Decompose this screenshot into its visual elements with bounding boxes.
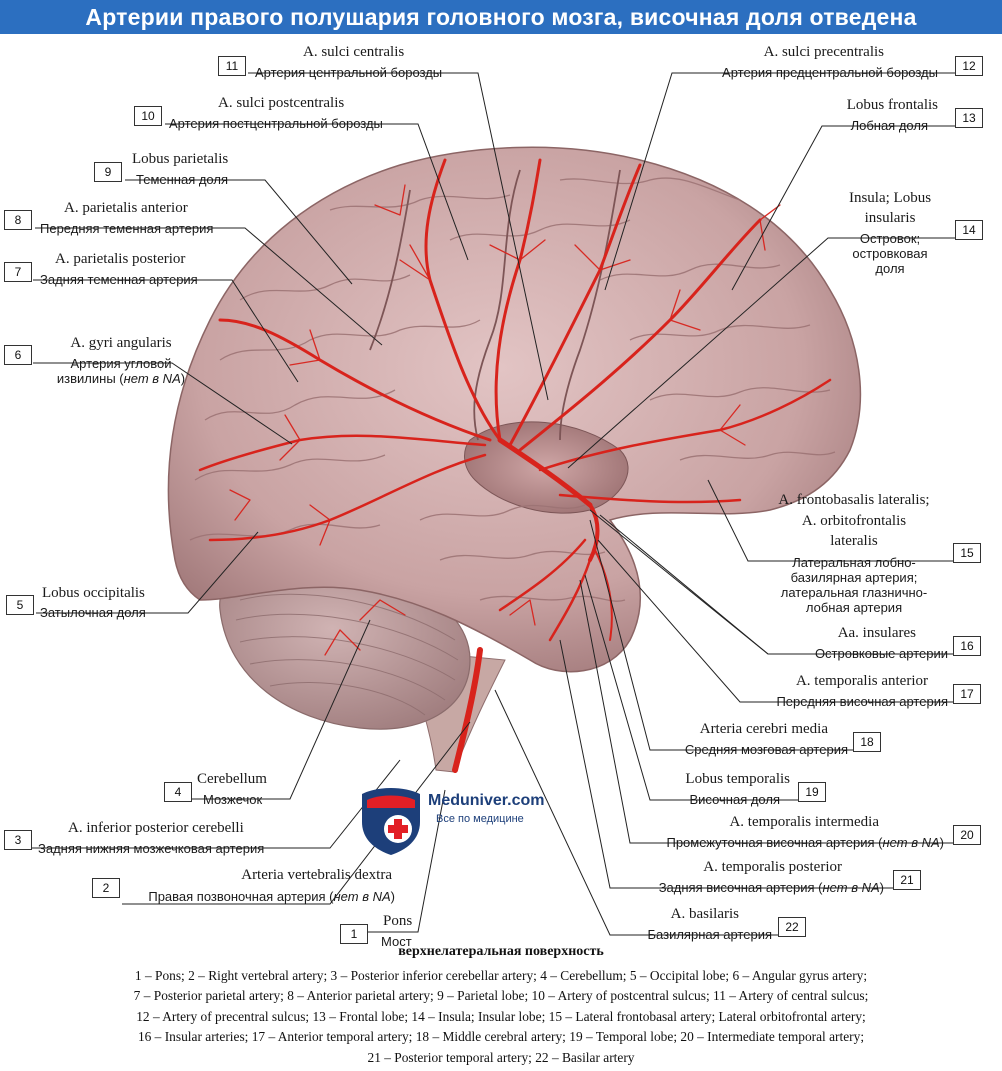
label-russian-11: Артерия центральной борозды [255, 65, 443, 80]
label-number-9: 9 [94, 162, 122, 182]
label-latin-22: A. basilaris [670, 906, 739, 922]
label-latin-11: A. sulci centralis [303, 44, 405, 60]
label-russian-14c: доля [875, 261, 905, 276]
label-russian-15c: латеральная глазнично- [780, 585, 928, 600]
label-latin-17: A. temporalis anterior [795, 673, 928, 689]
label-latin-6: A. gyri angularis [70, 335, 172, 351]
logo-name: Meduniver.com [428, 792, 545, 809]
title-bar [0, 0, 1002, 34]
label-latin-15b: A. orbitofrontalis [801, 513, 907, 529]
label-number-8: 8 [4, 210, 32, 230]
label-russian-2: Правая позвоночная артерия (нет в NA) [148, 889, 395, 904]
label-number-12: 12 [955, 56, 983, 76]
label-number-18: 18 [853, 732, 881, 752]
label-russian-18: Средняя мозговая артерия [684, 742, 848, 757]
label-russian-6b: извилины (нет в NA) [56, 371, 186, 386]
label-russian-13: Лобная доля [850, 118, 928, 133]
brain-illustration [32, 72, 955, 936]
label-russian-5: Затылочная доля [40, 605, 146, 620]
label-russian-15b: базилярная артерия; [790, 570, 918, 585]
label-number-19: 19 [798, 782, 826, 802]
label-latin-5: Lobus occipitalis [42, 585, 145, 601]
label-russian-14b: островковая [852, 246, 928, 261]
label-russian-16: Островковые артерии [814, 646, 948, 661]
label-russian-7: Задняя теменная артерия [40, 272, 198, 287]
label-latin-13: Lobus frontalis [846, 97, 938, 113]
label-number-4: 4 [164, 782, 192, 802]
label-russian-9: Теменная доля [136, 172, 229, 187]
logo-tagline: Все по медицине [436, 813, 524, 825]
label-number-15: 15 [953, 543, 981, 563]
label-latin-15c: lateralis [830, 533, 878, 549]
label-russian-1: Мост [381, 934, 412, 949]
label-russian-14: Островок; [859, 231, 921, 246]
label-number-21: 21 [893, 870, 921, 890]
label-number-5: 5 [6, 595, 34, 615]
label-latin-16: Aa. insulares [837, 625, 916, 641]
figure-caption: верхнелатеральная поверхность [398, 944, 604, 959]
label-latin-10: A. sulci postcentralis [218, 95, 345, 111]
label-latin-3: A. inferior posterior cerebelli [68, 820, 244, 836]
label-russian-20: Промежуточная височная артерия (нет в NA… [666, 835, 944, 850]
meduniver-logo-icon [362, 788, 420, 855]
label-russian-22: Базилярная артерия [647, 927, 773, 942]
label-number-16: 16 [953, 636, 981, 656]
label-latin-15: A. frontobasalis lateralis; [778, 492, 930, 508]
cerebral-hemisphere [167, 146, 862, 673]
label-number-11: 11 [218, 56, 246, 76]
label-latin-1: Pons [383, 913, 413, 929]
label-number-14: 14 [955, 220, 983, 240]
label-latin-7: A. parietalis posterior [55, 251, 186, 267]
label-latin-8: A. parietalis anterior [64, 200, 188, 216]
label-latin-4: Cerebellum [197, 771, 267, 787]
label-russian-8: Передняя теменная артерия [40, 221, 214, 236]
label-latin-9: Lobus parietalis [132, 151, 229, 167]
label-latin-20: A. temporalis intermedia [729, 814, 879, 830]
label-russian-10: Артерия постцентральной борозды [169, 116, 383, 131]
legend-line: 12 – Artery of precentral sulcus; 13 – F… [136, 1008, 866, 1024]
label-number-3: 3 [4, 830, 32, 850]
label-number-22: 22 [778, 917, 806, 937]
label-number-2: 2 [92, 878, 120, 898]
legend-line: 7 – Posterior parietal artery; 8 – Anter… [133, 988, 869, 1004]
legend-line: 16 – Insular arteries; 17 – Anterior tem… [137, 1029, 865, 1045]
label-number-13: 13 [955, 108, 983, 128]
label-latin-2: Arteria vertebralis dextra [241, 867, 392, 883]
legend-line: 21 – Posterior temporal artery; 22 – Bas… [367, 1049, 635, 1065]
label-russian-19: Височная доля [689, 792, 780, 807]
label-latin-21: A. temporalis posterior [703, 859, 842, 875]
label-russian-6: Артерия угловой [70, 356, 172, 371]
label-russian-17: Передняя височная артерия [776, 694, 948, 709]
label-latin-19: Lobus temporalis [685, 771, 790, 787]
label-number-1: 1 [340, 924, 368, 944]
label-latin-18: Arteria cerebri media [699, 721, 828, 737]
label-russian-4: Мозжечок [203, 792, 263, 807]
label-russian-15: Латеральная лобно- [792, 555, 916, 570]
label-russian-12: Артерия предцентральной борозды [722, 65, 938, 80]
label-number-10: 10 [134, 106, 162, 126]
label-russian-15d: лобная артерия [805, 600, 903, 615]
label-latin-14: Insula; Lobus [848, 190, 932, 206]
label-number-7: 7 [4, 262, 32, 282]
page-title: Артерии правого полушария головного мозг… [85, 4, 917, 30]
label-number-6: 6 [4, 345, 32, 365]
legend-line: 1 – Pons; 2 – Right vertebral artery; 3 … [134, 968, 868, 983]
label-number-20: 20 [953, 825, 981, 845]
label-latin-12: A. sulci precentralis [763, 44, 884, 60]
label-russian-21: Задняя височная артерия (нет в NA) [658, 880, 884, 895]
label-number-17: 17 [953, 684, 981, 704]
label-latin-14b: insularis [864, 210, 916, 226]
label-russian-3: Задняя нижняя мозжечковая артерия [38, 841, 265, 856]
legend: 1 – Pons; 2 – Right vertebral artery; 3 … [4, 966, 998, 1068]
